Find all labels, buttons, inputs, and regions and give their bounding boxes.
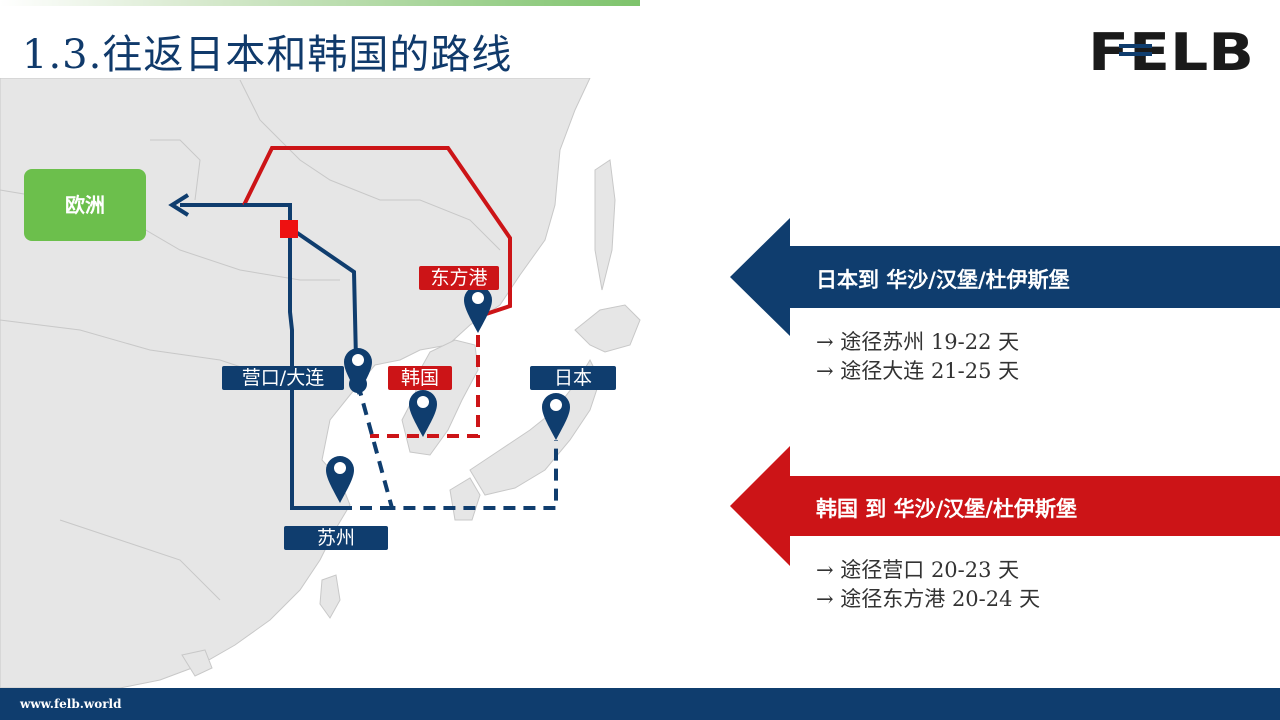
label-japan: 日本 — [530, 366, 616, 390]
route-heading-japan: 日本到 华沙/汉堡/杜伊斯堡 — [816, 268, 1070, 292]
label-yingkou-dalian: 营口/大连 — [222, 366, 344, 390]
label-korea: 韩国 — [388, 366, 452, 390]
map-border — [59, 519, 221, 601]
map-border — [239, 79, 501, 251]
logo-stripe — [1119, 52, 1152, 56]
pin-korea-icon — [409, 390, 437, 437]
route-line-red — [242, 146, 512, 318]
arrow-shape-blue — [730, 218, 1280, 336]
footer-bar: www.felb.world — [0, 688, 1280, 720]
route-detail-line: → 途径东方港 20-24 天 — [816, 587, 1041, 611]
pin-suzhou-icon — [326, 456, 354, 503]
map-sakhalin — [594, 159, 616, 291]
route-details-japan: → 途径苏州 19-22 天 → 途径大连 21-25 天 — [816, 328, 1019, 386]
felb-logo: FELB — [1088, 28, 1254, 72]
route-arrow-japan: 日本到 华沙/汉堡/杜伊斯堡 — [730, 218, 1280, 336]
map-taiwan — [319, 574, 341, 619]
arrow-shape-red — [730, 446, 1280, 566]
slide-title: 1.3.往返日本和韩国的路线 — [22, 32, 513, 78]
route-heading-korea: 韩国 到 华沙/汉堡/杜伊斯堡 — [816, 497, 1077, 521]
logo-stripe — [1119, 44, 1152, 48]
label-europe: 欧洲 — [24, 169, 146, 241]
label-suzhou: 苏州 — [284, 526, 388, 550]
footer-url[interactable]: www.felb.world — [20, 697, 122, 711]
route-detail-line: → 途径营口 20-23 天 — [816, 558, 1020, 582]
sea-route-dashed-red — [370, 335, 480, 438]
top-accent-bar — [0, 0, 640, 6]
map-border — [150, 139, 201, 201]
route-details-korea: → 途径营口 20-23 天 → 途径东方港 20-24 天 — [816, 556, 1040, 614]
map-japan-kyushu — [449, 477, 481, 521]
map-hainan — [181, 649, 213, 677]
route-line-blue — [288, 228, 340, 510]
sea-route-dashed-blue — [356, 383, 558, 510]
logo-text: FELB — [1088, 28, 1254, 72]
arrow-head-icon — [168, 193, 190, 217]
label-dongfanggang: 东方港 — [419, 266, 499, 290]
pin-dongfanggang-icon — [464, 286, 492, 333]
route-arrow-korea: 韩国 到 华沙/汉堡/杜伊斯堡 — [730, 446, 1280, 566]
pin-yingkou-icon — [344, 348, 372, 395]
route-detail-line: → 途径大连 21-25 天 — [816, 359, 1020, 383]
map-japan-hokkaido — [574, 304, 641, 353]
border-crossing-marker — [280, 220, 298, 238]
route-detail-line: → 途径苏州 19-22 天 — [816, 330, 1020, 354]
pin-japan-icon — [542, 393, 570, 440]
